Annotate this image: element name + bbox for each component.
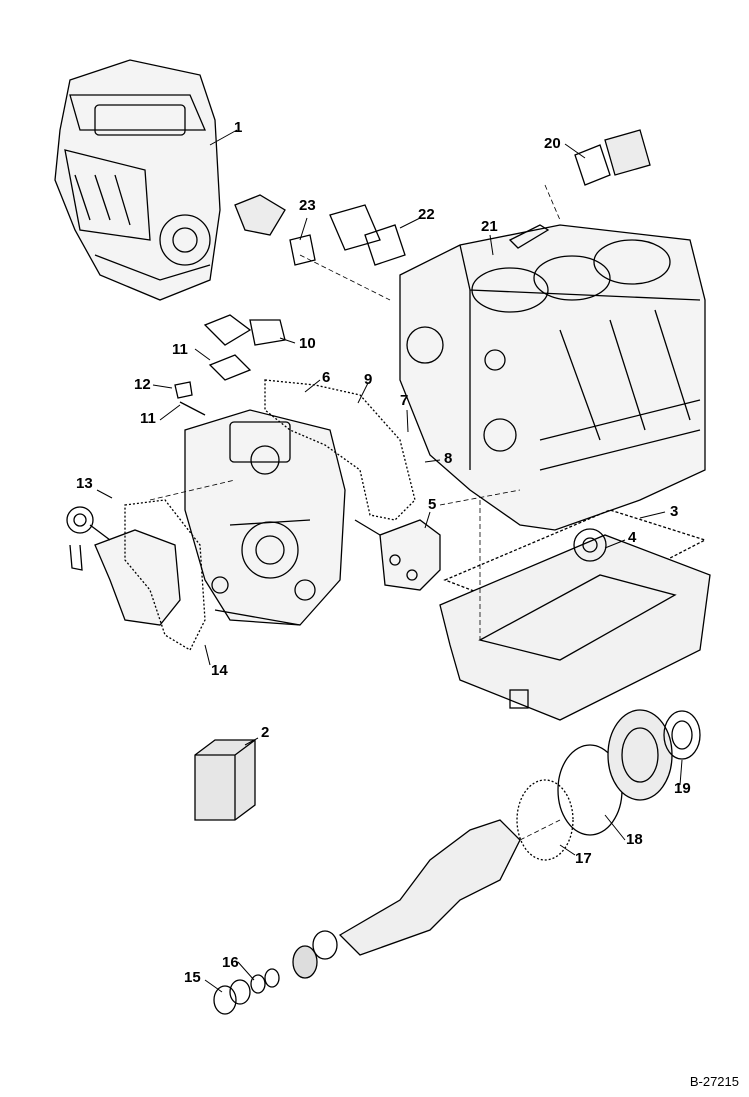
callout-13[interactable]: 13	[76, 475, 93, 492]
callout-7[interactable]: 7	[400, 392, 409, 409]
callout-15[interactable]: 15	[184, 969, 201, 986]
callout-11-lower[interactable]: 11	[140, 410, 156, 427]
callout-10[interactable]: 10	[299, 335, 316, 352]
callout-6[interactable]: 6	[322, 369, 331, 386]
upper-small-parts-illustration	[234, 129, 651, 266]
callout-11-upper[interactable]: 11	[172, 341, 188, 358]
gear-case-illustration	[184, 409, 346, 626]
thermostat-parts-illustration	[174, 314, 286, 416]
water-pump-illustration	[66, 499, 206, 651]
rear-housing-illustration	[516, 709, 701, 861]
leader-lines	[96, 129, 683, 993]
callout-17[interactable]: 17	[575, 850, 592, 867]
callout-22[interactable]: 22	[418, 206, 435, 223]
engine-assembly-illustration	[54, 59, 221, 301]
callout-12[interactable]: 12	[134, 376, 151, 393]
crankshaft-illustration	[213, 819, 521, 1015]
cylinder-block-illustration	[399, 224, 706, 531]
callout-2[interactable]: 2	[261, 724, 270, 741]
callout-18[interactable]: 18	[626, 831, 643, 848]
callout-21[interactable]: 21	[481, 218, 498, 235]
callout-14[interactable]: 14	[211, 662, 228, 679]
gasket-kit-box-illustration	[194, 739, 256, 821]
callout-8[interactable]: 8	[444, 450, 453, 467]
oil-pan-illustration	[439, 509, 711, 721]
callout-20[interactable]: 20	[544, 135, 561, 152]
callout-5[interactable]: 5	[428, 496, 437, 513]
oil-pump-illustration	[354, 519, 441, 591]
gear-case-gasket-outline	[264, 379, 416, 521]
callout-19[interactable]: 19	[674, 780, 691, 797]
callout-1[interactable]: 1	[234, 119, 243, 136]
callout-4[interactable]: 4	[628, 529, 637, 546]
alignment-lines	[149, 184, 561, 841]
callout-23[interactable]: 23	[299, 197, 316, 214]
callout-16[interactable]: 16	[222, 954, 239, 971]
callout-9[interactable]: 9	[364, 371, 373, 388]
callout-3[interactable]: 3	[670, 503, 679, 520]
figure-id-label: B-27215	[689, 1074, 739, 1089]
